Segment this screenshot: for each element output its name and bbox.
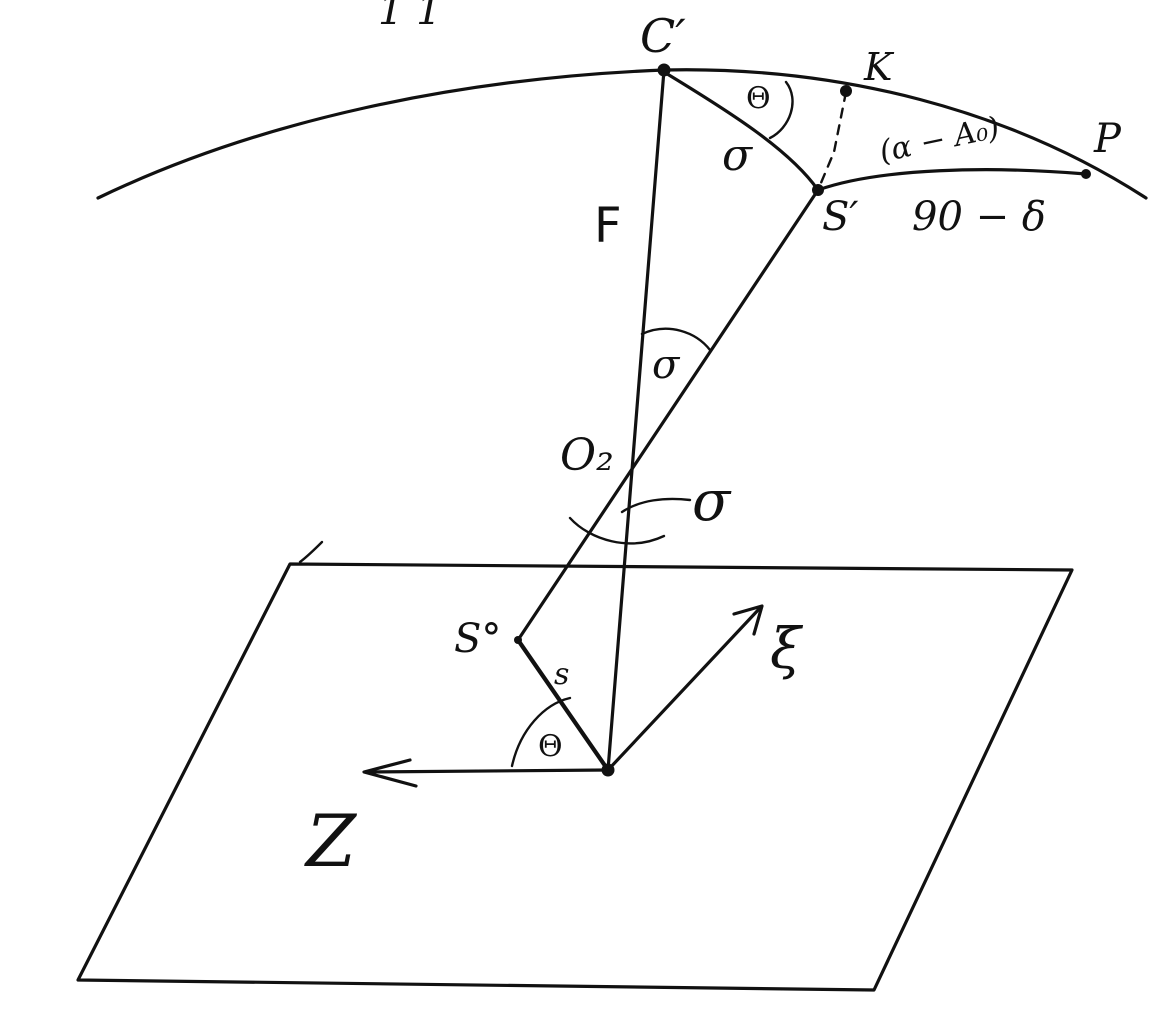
label-o2: O₂: [560, 430, 614, 481]
label-s0: S°: [454, 616, 501, 662]
arc-c-prime-s-prime: [662, 70, 820, 192]
sigma-angle-arc-lower: [568, 516, 666, 545]
plane-corner-tick: [298, 540, 324, 564]
z-arrowhead: [362, 758, 418, 788]
point-s-prime: [812, 184, 824, 196]
label-z: Z: [304, 799, 358, 883]
label-xi: ξ: [770, 617, 804, 682]
label-p: P: [1093, 116, 1122, 162]
label-c-prime: C′: [640, 9, 686, 63]
point-p: [1081, 169, 1091, 179]
label-s: s: [554, 657, 569, 692]
line-s-prime-s0: [516, 188, 820, 642]
point-k: [840, 85, 852, 97]
point-c-prime: [657, 63, 671, 77]
label-sigma-lower: σ: [692, 469, 732, 534]
label-f: F: [594, 198, 622, 254]
label-ninety-minus-delta: 90 − δ: [912, 194, 1046, 240]
xi-arrowhead: [732, 604, 764, 636]
arc-s-prime-p: [816, 168, 1088, 192]
label-alpha-minus-a0: (α − A₀): [876, 110, 1002, 170]
label-k: K: [863, 45, 895, 89]
label-s-prime: S′: [822, 194, 858, 240]
label-sigma-arc: σ: [722, 130, 754, 181]
point-s0: [514, 636, 522, 644]
label-sigma-center: σ: [652, 342, 681, 388]
segment-s: [515, 637, 611, 773]
ground-plane: [76, 562, 1074, 992]
xi-axis: [606, 606, 762, 772]
label-top-fragment: 1 1: [378, 0, 442, 34]
theta-angle-arc-bottom: [510, 696, 572, 768]
line-c-prime-vertex: [606, 68, 666, 772]
sigma-angle-arc-center: [640, 327, 712, 352]
label-theta-top: Θ: [746, 81, 771, 116]
label-theta-bottom: Θ: [538, 729, 563, 764]
theta-angle-arc-top: [768, 80, 794, 140]
point-vertex: [601, 763, 615, 777]
sigma-pointer: [620, 497, 692, 514]
z-axis: [364, 768, 610, 774]
dashed-k-s-prime: [816, 90, 848, 192]
